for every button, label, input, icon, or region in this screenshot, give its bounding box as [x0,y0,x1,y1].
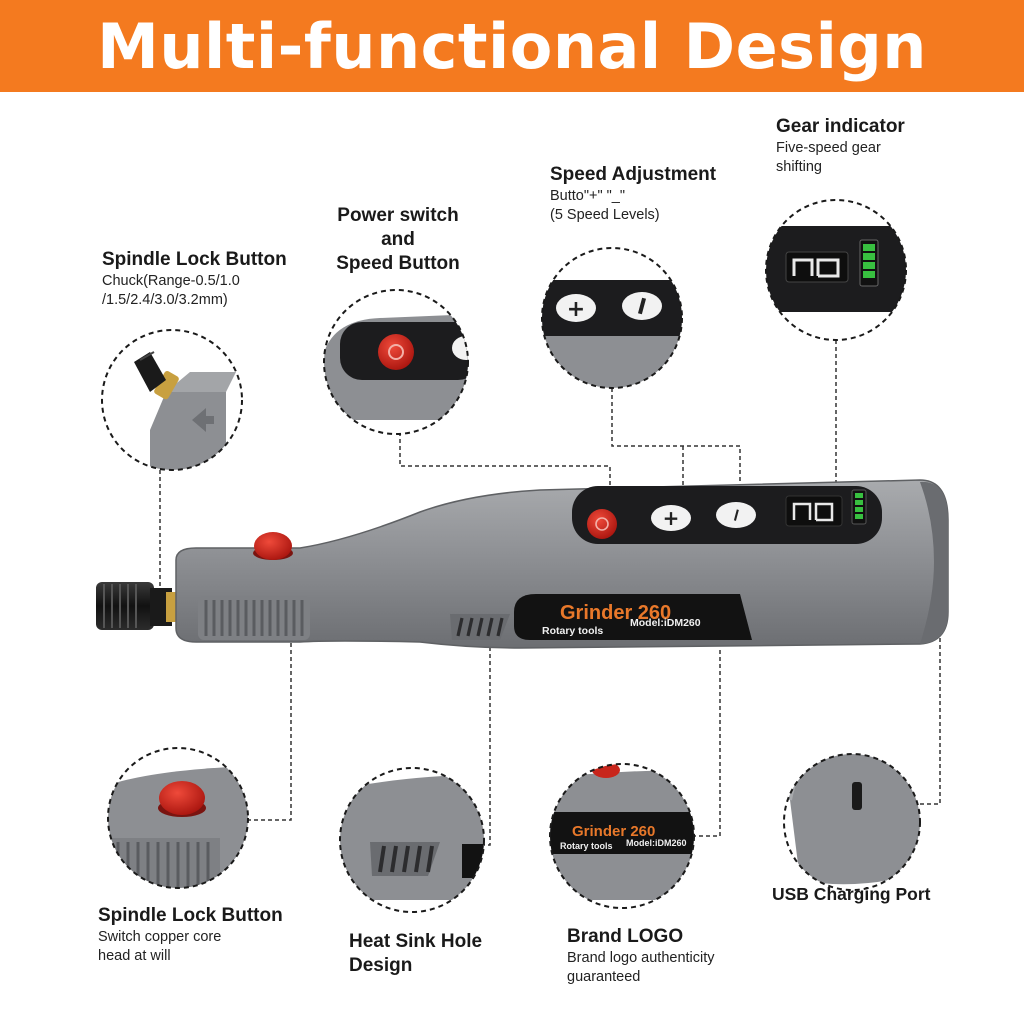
end-cap [920,481,948,644]
callout-gear-indicator: Gear indicator Five-speed gear shifting [776,115,905,177]
callout-title: Spindle Lock Button [102,249,287,270]
callout-title-line2: and [381,229,415,250]
callout-desc-line2: /1.5/2.4/3.0/3.2mm) [102,292,228,308]
callout-desc-line1: Five-speed gear [776,140,881,156]
callout-brand-logo: Brand LOGO Brand logo authenticity guara… [567,925,715,987]
plus-button [651,505,691,531]
leader-brand [694,650,721,837]
power-button [587,509,617,539]
svg-text:+: + [567,297,585,322]
chuck-collet [96,582,154,630]
callout-title-line1: Heat Sink Hole [349,931,483,952]
callout-spindle-lock-top: Spindle Lock Button Chuck(Range-0.5/1.0 … [102,248,287,310]
header-banner: Multi-functional Design [0,0,1024,92]
zoom-logo-model: Model:iDM260 [626,838,687,848]
zoom-power-switch [323,289,469,435]
callout-title: Gear indicator [776,116,905,137]
callout-heat-sink: Heat Sink Hole Design [349,930,482,978]
callout-desc-line2: guaranteed [567,969,641,985]
zoom-gear-indicator [765,199,907,341]
callout-title: Spindle Lock Button [98,905,283,926]
callout-title-line3: Speed Button [336,253,460,274]
callout-usb-port: USB Charging Port [772,882,930,906]
callout-power-switch: Power switch and Speed Button [330,204,466,276]
leader-spindle-bottom [248,552,292,821]
logo-brand: Grinder 260 [560,602,671,624]
gear-digits [792,502,834,522]
rotary-tool: + − Grinder 260 Rotary tools Model:iDM26… [96,479,949,649]
callout-desc-line1: Brand logo authenticity [567,950,715,966]
zoom-speed-adjustment: + [541,247,683,389]
plus-label: + [663,506,680,530]
callout-spindle-lock-bottom: Spindle Lock Button Switch copper core h… [98,904,283,966]
callout-speed-adjustment: Speed Adjustment Butto"+" "_" (5 Speed L… [550,163,716,225]
logo-plate [514,594,752,640]
banner-title: Multi-functional Design [97,9,927,83]
callout-desc-line1: Switch copper core [98,929,222,945]
zoom-spindle-lock-bottom [107,747,249,889]
logo-subtitle: Rotary tools [542,625,603,637]
callout-desc-line2: shifting [776,159,822,175]
callout-desc-line2: (5 Speed Levels) [550,207,660,223]
callout-desc-line2: head at will [98,948,171,964]
zoom-heat-sink [339,767,485,913]
callout-title-line1: Power switch [337,205,459,226]
logo-model: Model:iDM260 [630,617,701,629]
zoom-logo-subtitle: Rotary tools [560,841,613,851]
usb-port-slot [852,782,862,810]
callout-desc-line1: Butto"+" "_" [550,188,626,204]
callout-title: USB Charging Port [772,884,931,904]
callout-desc-line1: Chuck(Range-0.5/1.0 [102,273,240,289]
callout-title-line2: Design [349,955,413,976]
zoom-usb-port [783,753,921,891]
spindle-lock-button [254,532,292,560]
minus-button [716,502,756,528]
leader-heatsink [484,640,491,846]
brass-ring [166,592,176,622]
zoom-brand-logo: Grinder 260 Rotary tools Model:iDM260 [549,763,695,909]
grip-ridges [204,600,304,636]
zoom-spindle-lock-top [101,329,243,471]
minus-label: − [724,505,748,525]
callout-title: Brand LOGO [567,926,684,947]
zoom-logo-brand: Grinder 260 [572,823,655,840]
callout-title: Speed Adjustment [550,164,717,185]
